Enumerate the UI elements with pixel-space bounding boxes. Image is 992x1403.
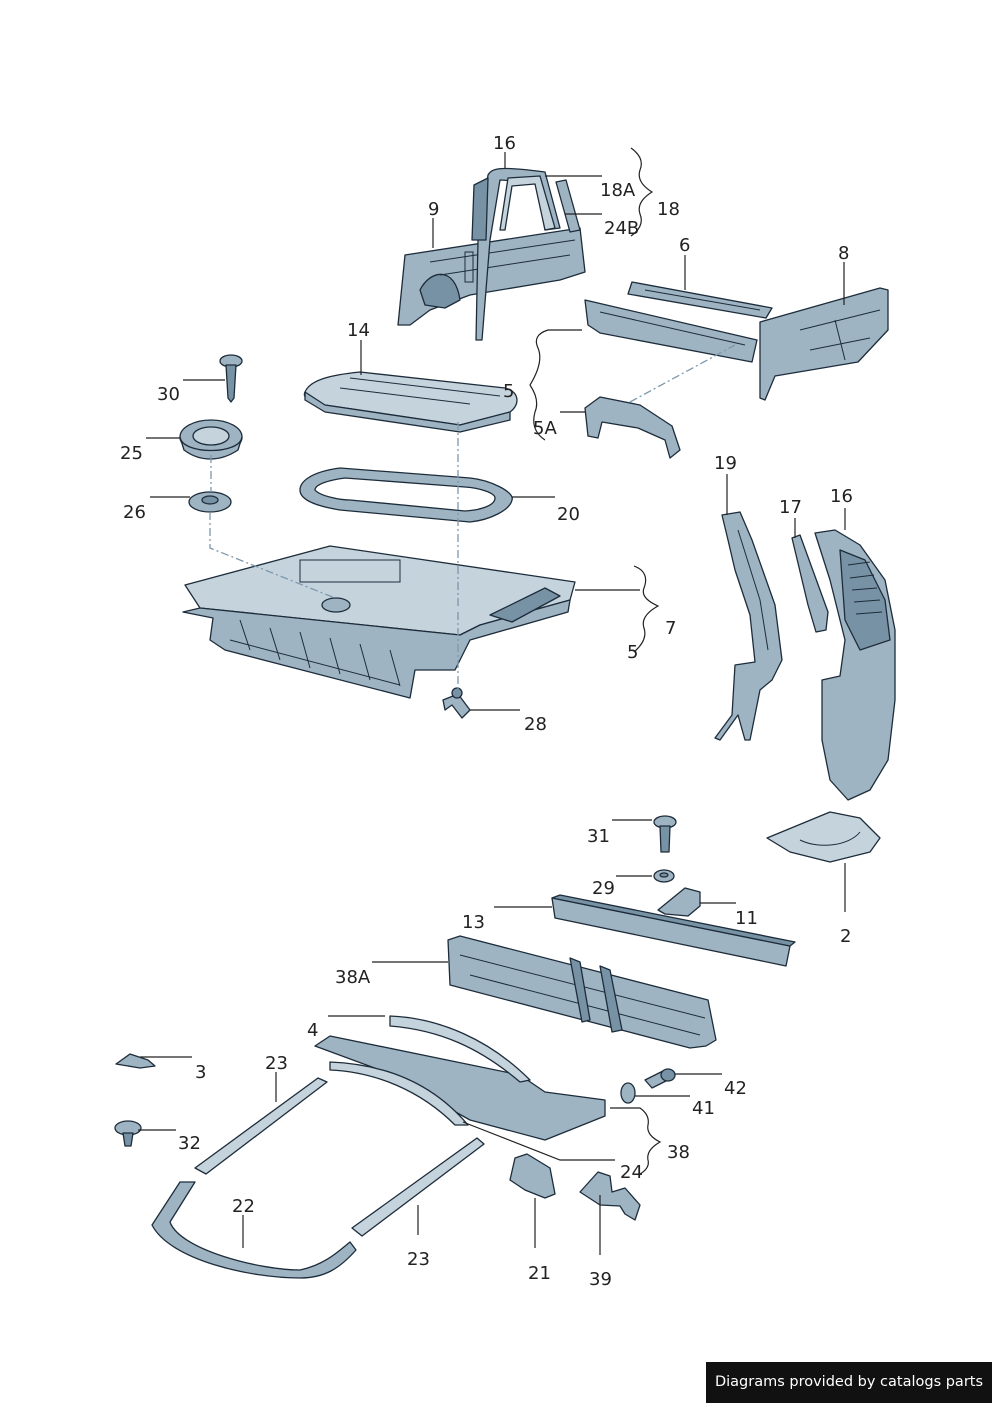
part-31-bolt bbox=[653, 815, 677, 853]
part-17-strip bbox=[791, 534, 829, 633]
callout-41: 41 bbox=[692, 1098, 715, 1119]
credit-banner: Diagrams provided by catalogs parts bbox=[706, 1362, 992, 1403]
callout-4: 4 bbox=[307, 1020, 318, 1041]
callout-32: 32 bbox=[178, 1133, 201, 1154]
callout-30: 30 bbox=[157, 384, 180, 405]
part-5a-bracket bbox=[584, 396, 681, 459]
callout-16: 16 bbox=[493, 133, 516, 154]
part-39-bracket bbox=[579, 1171, 641, 1221]
callout-21: 21 bbox=[528, 1263, 551, 1284]
callout-24: 24 bbox=[620, 1162, 643, 1183]
callout-7: 7 bbox=[665, 618, 676, 639]
part-9-side-panel bbox=[397, 227, 586, 326]
callout-14: 14 bbox=[347, 320, 370, 341]
part-42-bolt bbox=[644, 1068, 676, 1089]
part-29-washer bbox=[653, 869, 675, 883]
callout-19: 19 bbox=[714, 453, 737, 474]
part-21-bracket bbox=[509, 1153, 556, 1199]
callout-25: 25 bbox=[120, 443, 143, 464]
part-11-nut-plate bbox=[657, 887, 701, 917]
part-2-plate bbox=[766, 811, 881, 863]
callout-5a: 5A bbox=[533, 418, 557, 439]
callout-26: 26 bbox=[123, 502, 146, 523]
callout-6: 6 bbox=[679, 235, 690, 256]
callout-2: 2 bbox=[840, 926, 851, 947]
callout-5: 5 bbox=[503, 381, 514, 402]
part-20-seal bbox=[299, 467, 513, 523]
part-38a-crossmember bbox=[447, 935, 717, 1049]
callout-29: 29 bbox=[592, 878, 615, 899]
callout-31: 31 bbox=[587, 826, 610, 847]
part-14-cover bbox=[303, 371, 518, 433]
callout-38a: 38A bbox=[335, 967, 371, 988]
callout-18: 18 bbox=[657, 199, 680, 220]
part-23-trim-lower bbox=[351, 1137, 485, 1237]
callout-28: 28 bbox=[524, 714, 547, 735]
callout-23-upper: 23 bbox=[265, 1053, 288, 1074]
part-7-floor bbox=[182, 545, 576, 699]
callout-13: 13 bbox=[462, 912, 485, 933]
callout-9: 9 bbox=[428, 199, 439, 220]
part-32-clip bbox=[114, 1120, 142, 1147]
part-19-pillar bbox=[714, 511, 783, 741]
callout-22: 22 bbox=[232, 1196, 255, 1217]
assembly-lines bbox=[209, 344, 736, 692]
leader-lines bbox=[138, 147, 846, 1255]
callout-38: 38 bbox=[667, 1142, 690, 1163]
callout-labels: 16 18A 18 24B 9 6 8 14 30 5 5A 25 26 20 … bbox=[120, 133, 853, 1290]
part-5-member bbox=[584, 299, 758, 363]
part-16-wheelhouse bbox=[814, 529, 896, 801]
part-3-clip bbox=[115, 1053, 156, 1069]
callout-5-floor: 5 bbox=[627, 642, 638, 663]
part-30-screw bbox=[219, 354, 243, 403]
part-41-washer bbox=[620, 1082, 636, 1104]
callout-11: 11 bbox=[735, 908, 758, 929]
part-6-rail bbox=[627, 281, 773, 319]
part-8-inner-panel bbox=[759, 287, 889, 401]
part-26-washer bbox=[188, 491, 232, 513]
part-13-rail bbox=[551, 894, 796, 967]
callout-23-lower: 23 bbox=[407, 1249, 430, 1270]
callout-42: 42 bbox=[724, 1078, 747, 1099]
part-4-liner bbox=[314, 1015, 606, 1141]
callout-16-wheelhouse: 16 bbox=[830, 486, 853, 507]
callout-17: 17 bbox=[779, 497, 802, 518]
part-25-grommet bbox=[179, 419, 243, 460]
callout-8: 8 bbox=[838, 243, 849, 264]
part-16-upper-frame bbox=[471, 167, 581, 341]
callout-18a: 18A bbox=[600, 180, 636, 201]
part-23-trim-upper bbox=[194, 1077, 328, 1175]
callout-24b: 24B bbox=[604, 218, 639, 239]
callout-20: 20 bbox=[557, 504, 580, 525]
callout-39: 39 bbox=[589, 1269, 612, 1290]
part-22-trim-frame bbox=[151, 1181, 357, 1279]
part-28-wing-nut bbox=[442, 687, 471, 719]
callout-3: 3 bbox=[195, 1062, 206, 1083]
